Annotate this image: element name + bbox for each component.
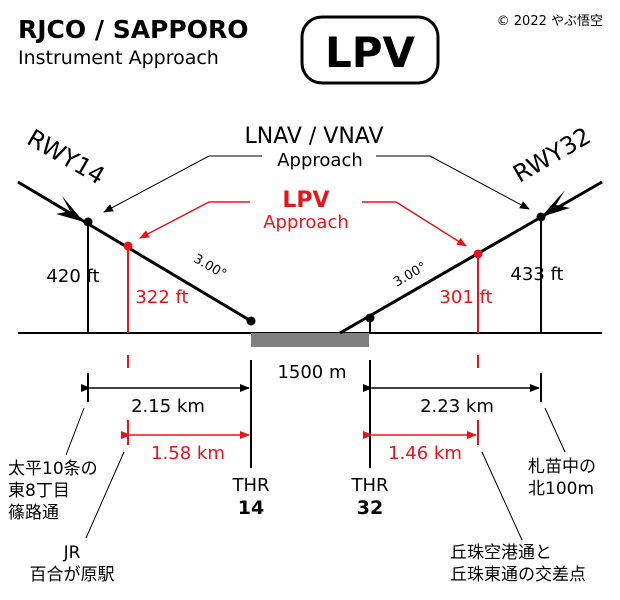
rwy32-lpv-landmark-line2: 丘珠東通の交差点 xyxy=(450,565,586,585)
lnav-vnav-subtitle: Approach xyxy=(277,150,363,171)
rwy14-lnav-landmark-line1: 太平10条の xyxy=(8,459,98,479)
rwy14-thr-number: 14 xyxy=(238,497,264,519)
rwy14-lnav-distance: 2.15 km xyxy=(131,396,205,417)
rwy14-lnav-landmark-line2: 東8丁目 xyxy=(8,481,70,501)
rwy14-lpv-landmark-leader xyxy=(85,451,125,539)
lnav-leader-left xyxy=(103,155,262,213)
rwy32-lpv-distance: 1.46 km xyxy=(388,443,462,464)
rwy32-lpv-height: 301 ft xyxy=(439,287,492,308)
rwy32-lnav-point xyxy=(536,212,546,222)
rwy14-label: RWY14 xyxy=(22,124,109,191)
rwy14-lnav-point xyxy=(83,217,93,227)
page-title: RJCO / SAPPORO xyxy=(18,15,248,44)
rwy32-lnav-distance: 2.23 km xyxy=(420,396,494,417)
rwy14-threshold-point xyxy=(246,316,256,326)
rwy32-lnav-landmark-line1: 札苗中の xyxy=(528,457,596,477)
rwy14-lpv-point xyxy=(123,241,133,251)
rwy32-lnav-landmark-leader xyxy=(544,407,566,453)
lpv-subtitle: Approach xyxy=(263,212,349,233)
rwy32-lnav-landmark-line2: 北100m xyxy=(528,479,594,499)
rwy14-lnav-landmark-leader xyxy=(65,407,85,456)
rwy14-lpv-landmark-line2: 百合が原駅 xyxy=(30,565,115,585)
lnav-vnav-title: LNAV / VNAV xyxy=(244,124,383,149)
copyright: © 2022 やぶ悟空 xyxy=(497,14,603,29)
rwy32-thr-number: 32 xyxy=(357,497,383,519)
lnav-leader-right xyxy=(376,155,530,210)
rwy32-lpv-landmark-leader xyxy=(481,451,523,541)
rwy14-glide-angle: 3.00° xyxy=(191,252,229,283)
runway-length: 1500 m xyxy=(277,362,346,383)
rwy14-arrow-icon xyxy=(56,196,84,222)
rwy14-thr-label: THR xyxy=(231,475,269,496)
lpv-badge: LPV xyxy=(325,28,416,77)
rwy14-lnav-height: 420 ft xyxy=(46,266,99,287)
rwy32-thr-label: THR xyxy=(350,475,388,496)
lpv-title: LPV xyxy=(282,188,329,213)
rwy32-lnav-height: 433 ft xyxy=(510,264,563,285)
lpv-badge-box xyxy=(300,15,440,85)
rwy14-lpv-height: 322 ft xyxy=(135,287,188,308)
rwy14-lpv-distance: 1.58 km xyxy=(151,443,225,464)
runway-bar xyxy=(251,333,369,347)
rwy32-lpv-landmark-line1: 丘珠空港通と xyxy=(450,543,552,563)
rwy14-lpv-landmark-line1: JR xyxy=(63,543,81,563)
rwy32-label: RWY32 xyxy=(508,122,595,189)
page-subtitle: Instrument Approach xyxy=(18,47,219,69)
rwy14-lnav-landmark-line3: 篠路通 xyxy=(8,503,59,523)
rwy32-arrow-icon xyxy=(541,190,570,217)
rwy32-lpv-point xyxy=(473,249,483,259)
lpv-leader-left xyxy=(139,201,250,239)
lpv-leader-right xyxy=(362,201,467,247)
rwy32-glidepath xyxy=(339,180,603,335)
rwy14-glidepath xyxy=(17,180,252,323)
